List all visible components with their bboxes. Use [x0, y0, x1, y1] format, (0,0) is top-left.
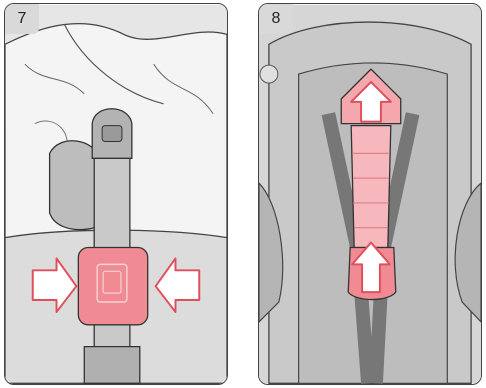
- step-7-panel: 7: [4, 3, 228, 385]
- step-8-panel: 8: [258, 3, 482, 385]
- harness-slide-up-icon: [259, 4, 481, 384]
- step-number-badge: 8: [259, 4, 293, 34]
- harness-clip-squeeze-icon: [5, 4, 227, 384]
- step-number-badge: 7: [5, 4, 39, 34]
